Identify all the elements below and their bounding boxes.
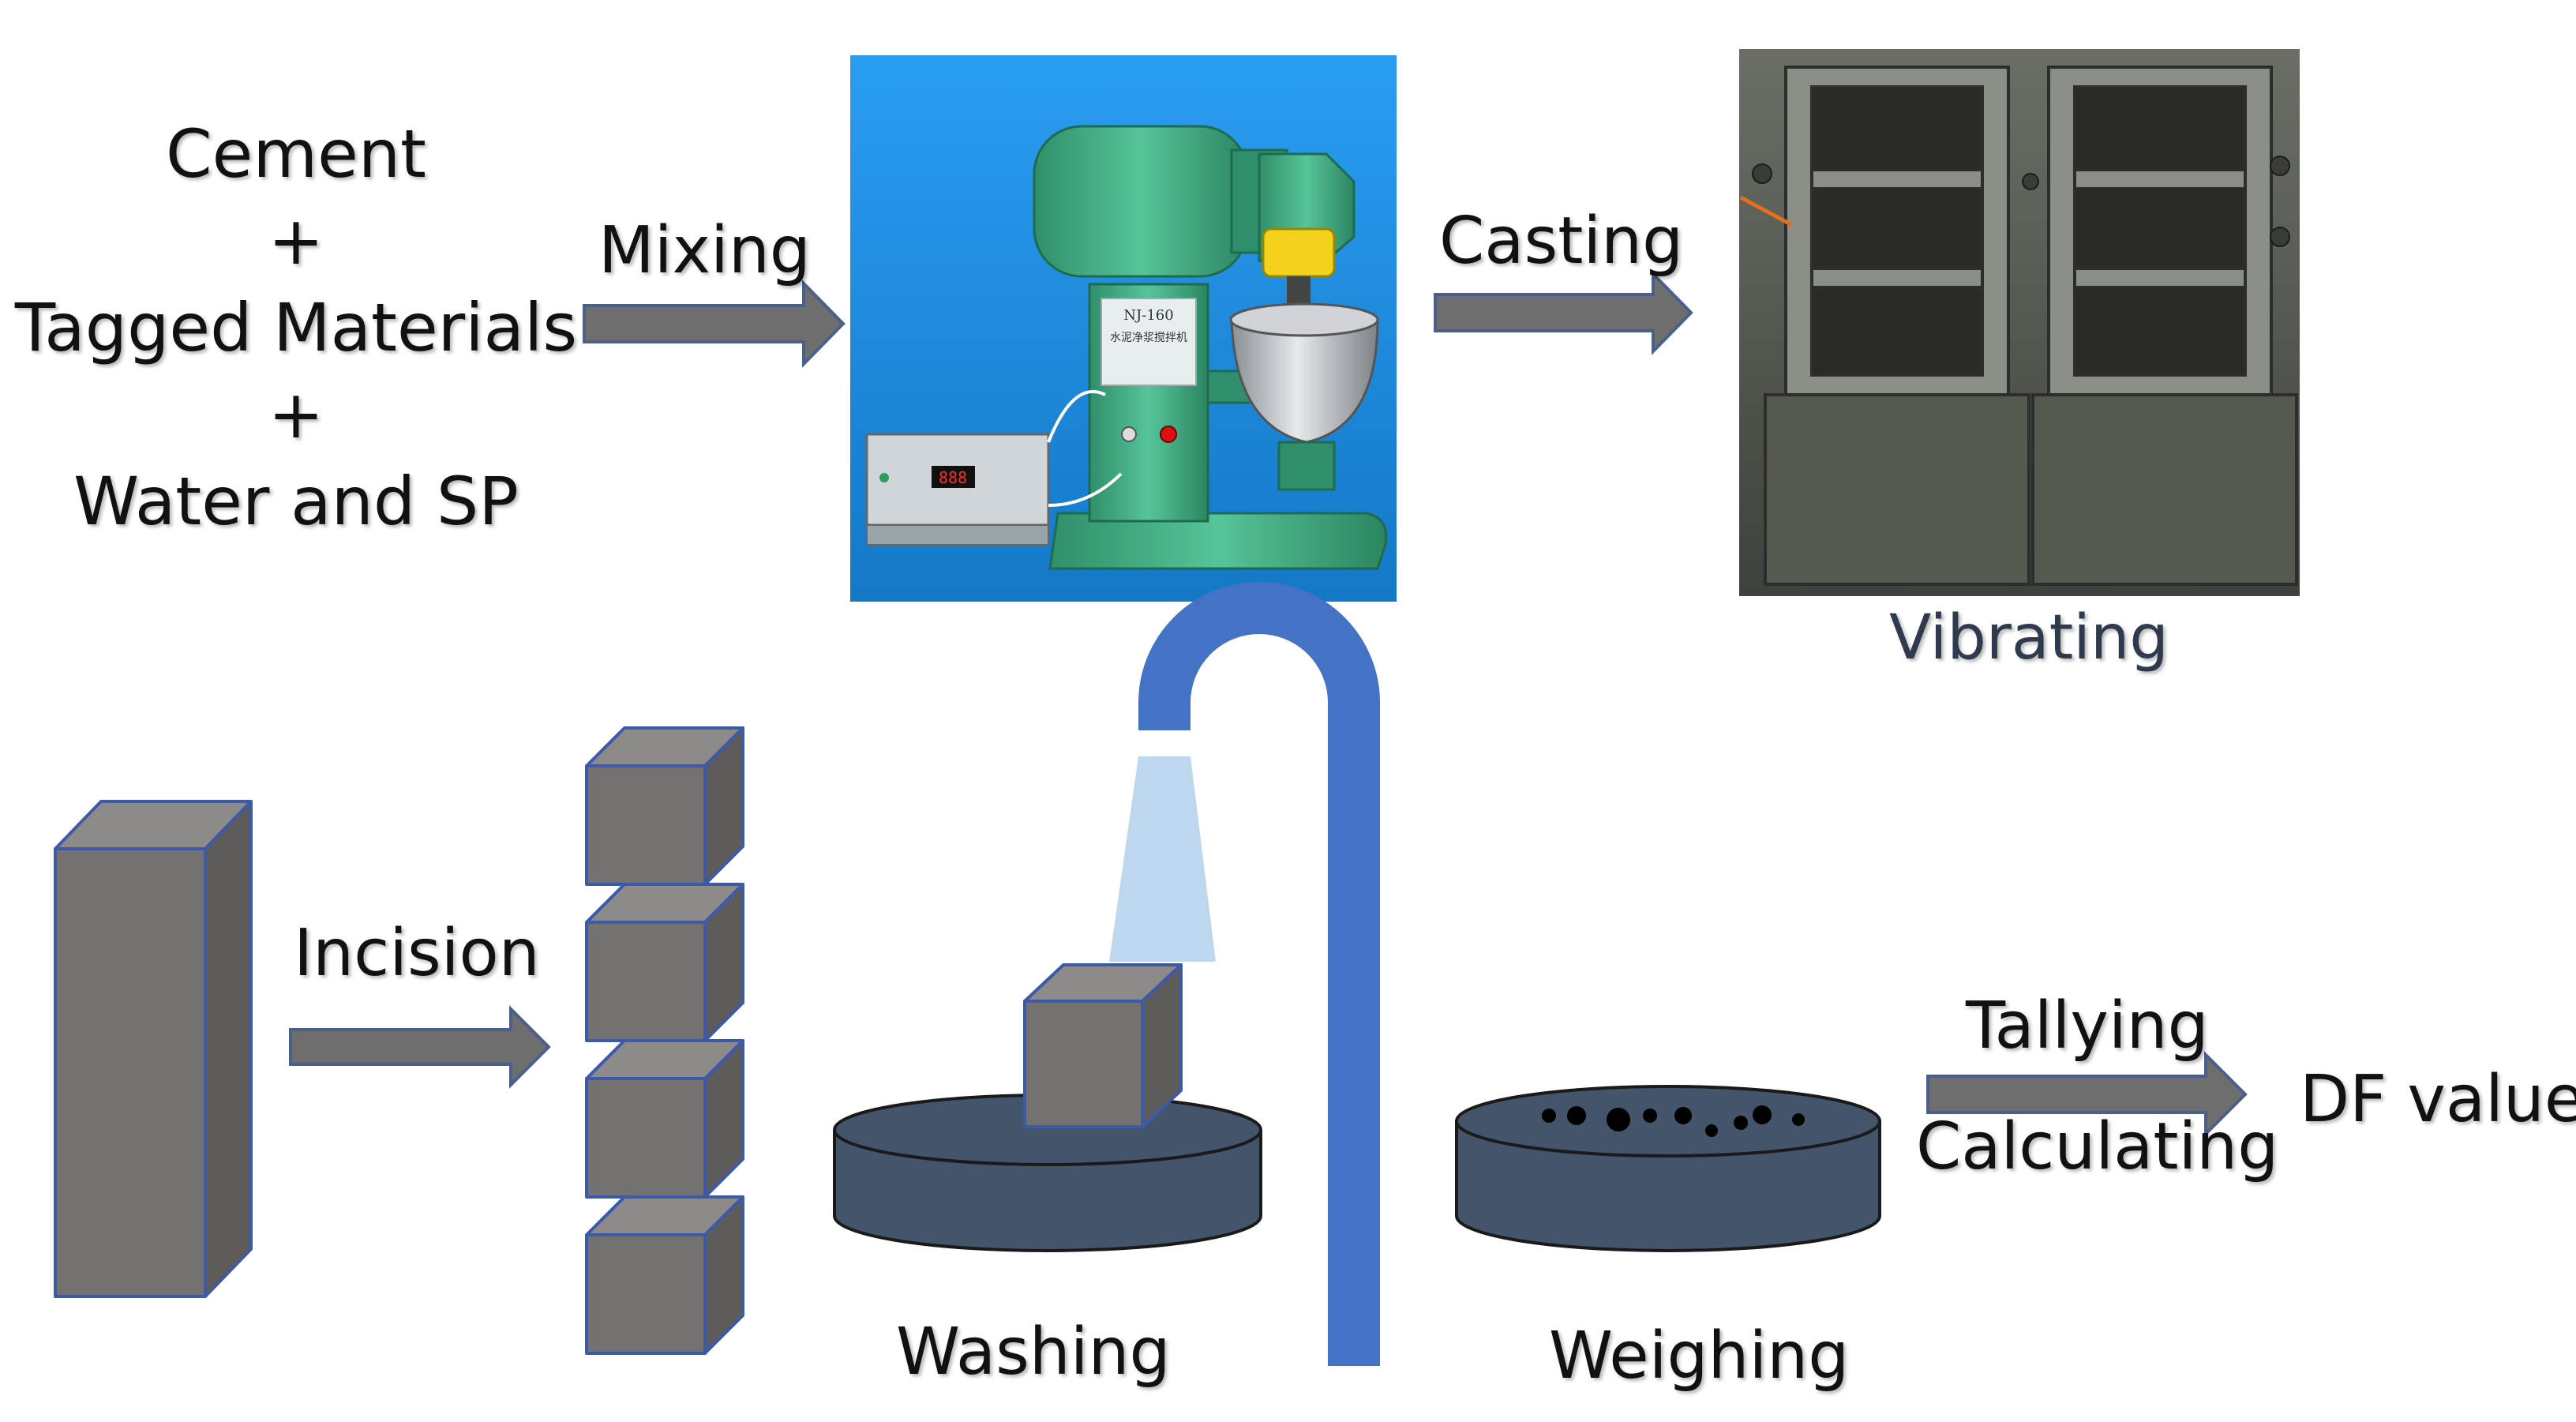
label-casting: Casting: [1439, 204, 1684, 279]
cube-specimen: [585, 1039, 744, 1199]
arrow-incision: [289, 1005, 551, 1089]
ingredient-plus-2: +: [268, 376, 324, 453]
ingredient-water-sp: Water and SP: [73, 463, 519, 540]
ingredient-tagged-materials: Tagged Materials: [14, 289, 578, 366]
mixer-name-label: 水泥净浆搅拌机: [1110, 332, 1187, 344]
particle: [1792, 1113, 1805, 1126]
cube-stack: [585, 726, 744, 1355]
cube-specimen: [585, 726, 744, 886]
mixer-image: NJ-160 水泥净浆搅拌机 888: [850, 55, 1397, 602]
weighing-tray: [1455, 1085, 1881, 1252]
label-washing: Washing: [896, 1315, 1171, 1390]
particle: [1607, 1108, 1630, 1131]
cube-specimen: [585, 1195, 744, 1355]
prism-specimen: [54, 800, 253, 1298]
tagged-particles: [1542, 1105, 1805, 1137]
particle: [1674, 1107, 1692, 1124]
particle: [1567, 1106, 1586, 1125]
arrow-casting: [1434, 270, 1693, 355]
label-incision: Incision: [294, 916, 540, 991]
cube-specimen: [585, 883, 744, 1042]
label-mixing: Mixing: [598, 213, 811, 288]
particle: [1734, 1116, 1748, 1130]
label-tallying: Tallying: [1966, 989, 2209, 1064]
water-pipe: [1138, 582, 1380, 1366]
label-calculating: Calculating: [1916, 1109, 2279, 1184]
particle: [1542, 1109, 1556, 1123]
label-df-value: DF value: [2300, 1062, 2576, 1137]
arrow-tallying: [1926, 1051, 2248, 1138]
mould-image: [1739, 49, 2300, 596]
particle: [1753, 1105, 1772, 1124]
ingredients-list: Cement + Tagged Materials + Water and SP: [15, 111, 577, 545]
mixer-display: 888: [939, 468, 967, 487]
label-weighing: Weighing: [1549, 1319, 1850, 1394]
ingredient-plus-1: +: [268, 202, 324, 280]
mixer-model-label: NJ-160: [1123, 307, 1173, 324]
particle: [1643, 1109, 1657, 1123]
label-vibrating: Vibrating: [1889, 602, 2169, 673]
particle: [1705, 1124, 1718, 1137]
arrow-mixing: [583, 280, 846, 368]
ingredient-cement: Cement: [165, 115, 426, 193]
water-stream: [1109, 756, 1216, 962]
washing-cube: [1023, 963, 1183, 1128]
